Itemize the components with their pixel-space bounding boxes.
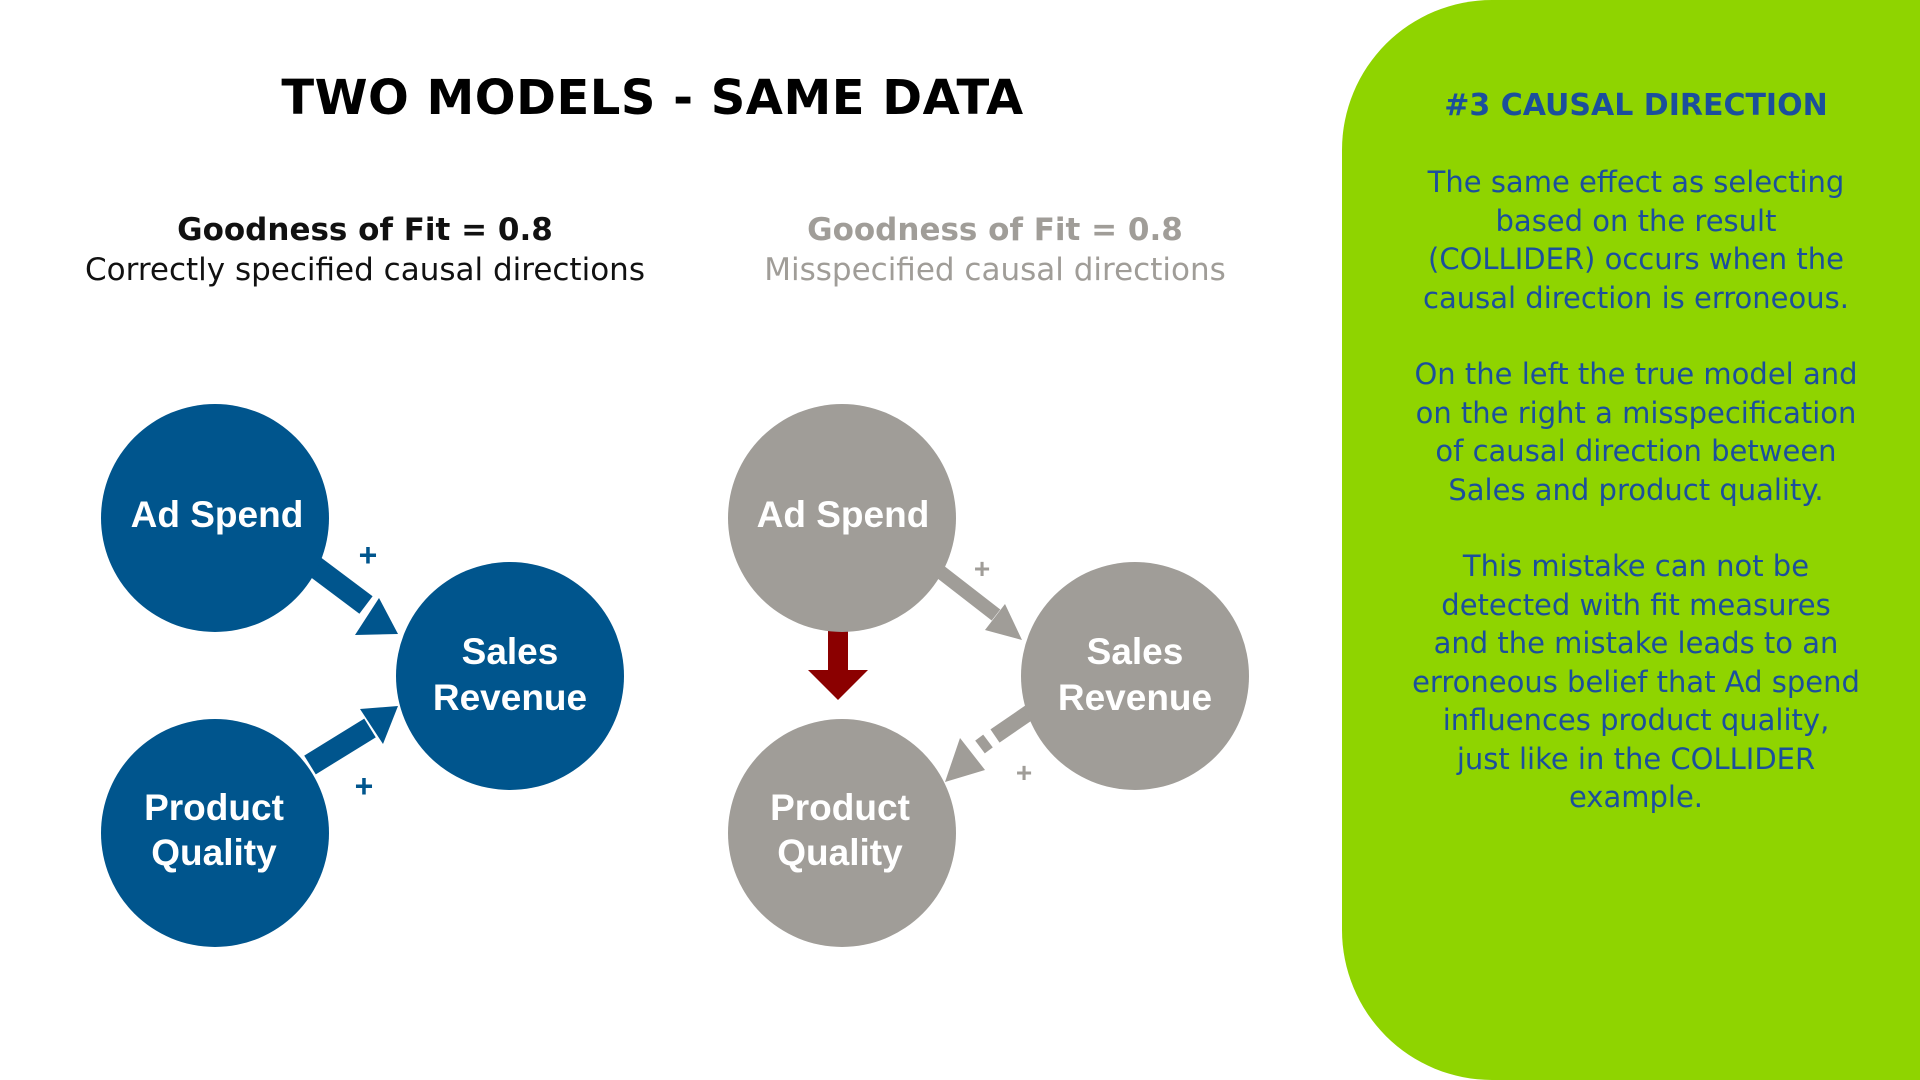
right-node-sales-revenue	[1021, 562, 1249, 790]
right-fit-label: Goodness of Fit = 0.8	[807, 212, 1183, 248]
right-arrow-sales-to-quality	[945, 705, 1035, 782]
right-node-ad-spend	[728, 404, 956, 632]
left-fit-label: Goodness of Fit = 0.8	[177, 212, 553, 248]
right-node-product-quality	[728, 719, 956, 947]
right-sign-2: +	[1016, 757, 1032, 788]
left-caption: Correctly specified causal directions	[85, 252, 645, 288]
left-node-product-quality	[101, 719, 329, 947]
left-node-sales-label-1: Sales	[462, 631, 559, 672]
left-arrow-quality-to-sales	[304, 706, 398, 775]
right-node-sales-label-1: Sales	[1087, 631, 1184, 672]
left-node-ad-spend	[101, 404, 329, 632]
side-panel-paragraph-2: On the left the true model and on the ri…	[1414, 357, 1858, 507]
side-panel: #3 CAUSAL DIRECTION The same effect as s…	[1342, 0, 1920, 1080]
left-sign-1: +	[359, 537, 378, 573]
left-model-header: Goodness of Fit = 0.8 Correctly specifie…	[55, 210, 675, 290]
left-node-sales-label-2: Revenue	[433, 677, 587, 718]
right-node-quality-label-1: Product	[770, 787, 910, 828]
left-arrow-adspend-to-sales	[303, 554, 398, 635]
right-node-sales-label-2: Revenue	[1058, 677, 1212, 718]
left-node-quality-label-1: Product	[144, 787, 284, 828]
right-caption: Misspecified causal directions	[764, 252, 1226, 288]
right-sign-1: +	[974, 553, 990, 584]
side-panel-heading: #3 CAUSAL DIRECTION	[1444, 88, 1828, 123]
side-panel-paragraph-3: This mistake can not be detected with fi…	[1412, 549, 1860, 814]
right-model-header: Goodness of Fit = 0.8 Misspecified causa…	[685, 210, 1305, 290]
left-node-quality-label-2: Quality	[151, 832, 277, 873]
right-node-ad-spend-label: Ad Spend	[757, 494, 930, 535]
left-model: + + Ad Spend Sales Revenue Product Quali…	[101, 404, 624, 947]
left-node-ad-spend-label: Ad Spend	[131, 494, 304, 535]
left-node-sales-revenue	[396, 562, 624, 790]
right-model: + + Ad Spend Sales Revenue Product Quali…	[728, 404, 1249, 947]
left-sign-2: +	[355, 768, 374, 804]
right-arrow-adspend-to-sales	[933, 564, 1022, 640]
right-arrow-adspend-to-quality	[808, 630, 868, 700]
side-panel-paragraph-1: The same effect as selecting based on th…	[1423, 165, 1849, 315]
causal-diagrams: + + Ad Spend Sales Revenue Product Quali…	[101, 404, 1249, 947]
right-node-quality-label-2: Quality	[777, 832, 903, 873]
slide-title: TWO MODELS - SAME DATA	[281, 70, 1024, 126]
